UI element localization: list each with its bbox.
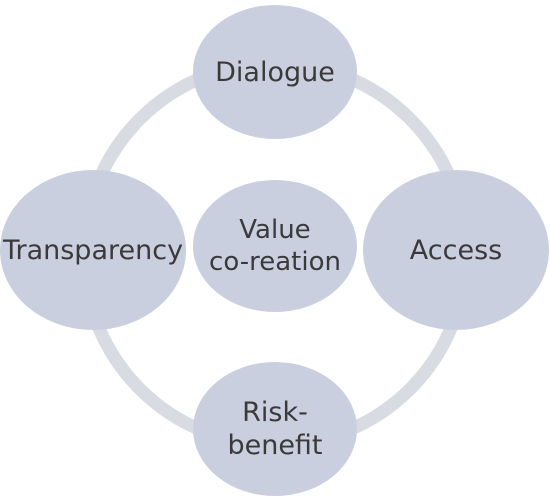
node-dialogue-label: Dialogue xyxy=(215,56,335,88)
node-center-label: Value co-reation xyxy=(209,215,341,277)
node-risk-benefit: Risk- benefit xyxy=(193,362,357,496)
node-risk-benefit-label: Risk- benefit xyxy=(227,397,323,461)
node-access: Access xyxy=(363,170,549,330)
node-access-label: Access xyxy=(409,234,503,266)
node-transparency: Transparency xyxy=(0,170,186,330)
node-dialogue: Dialogue xyxy=(193,5,357,139)
node-value-co-creation: Value co-reation xyxy=(193,180,357,312)
node-transparency-label: Transparency xyxy=(2,234,184,266)
